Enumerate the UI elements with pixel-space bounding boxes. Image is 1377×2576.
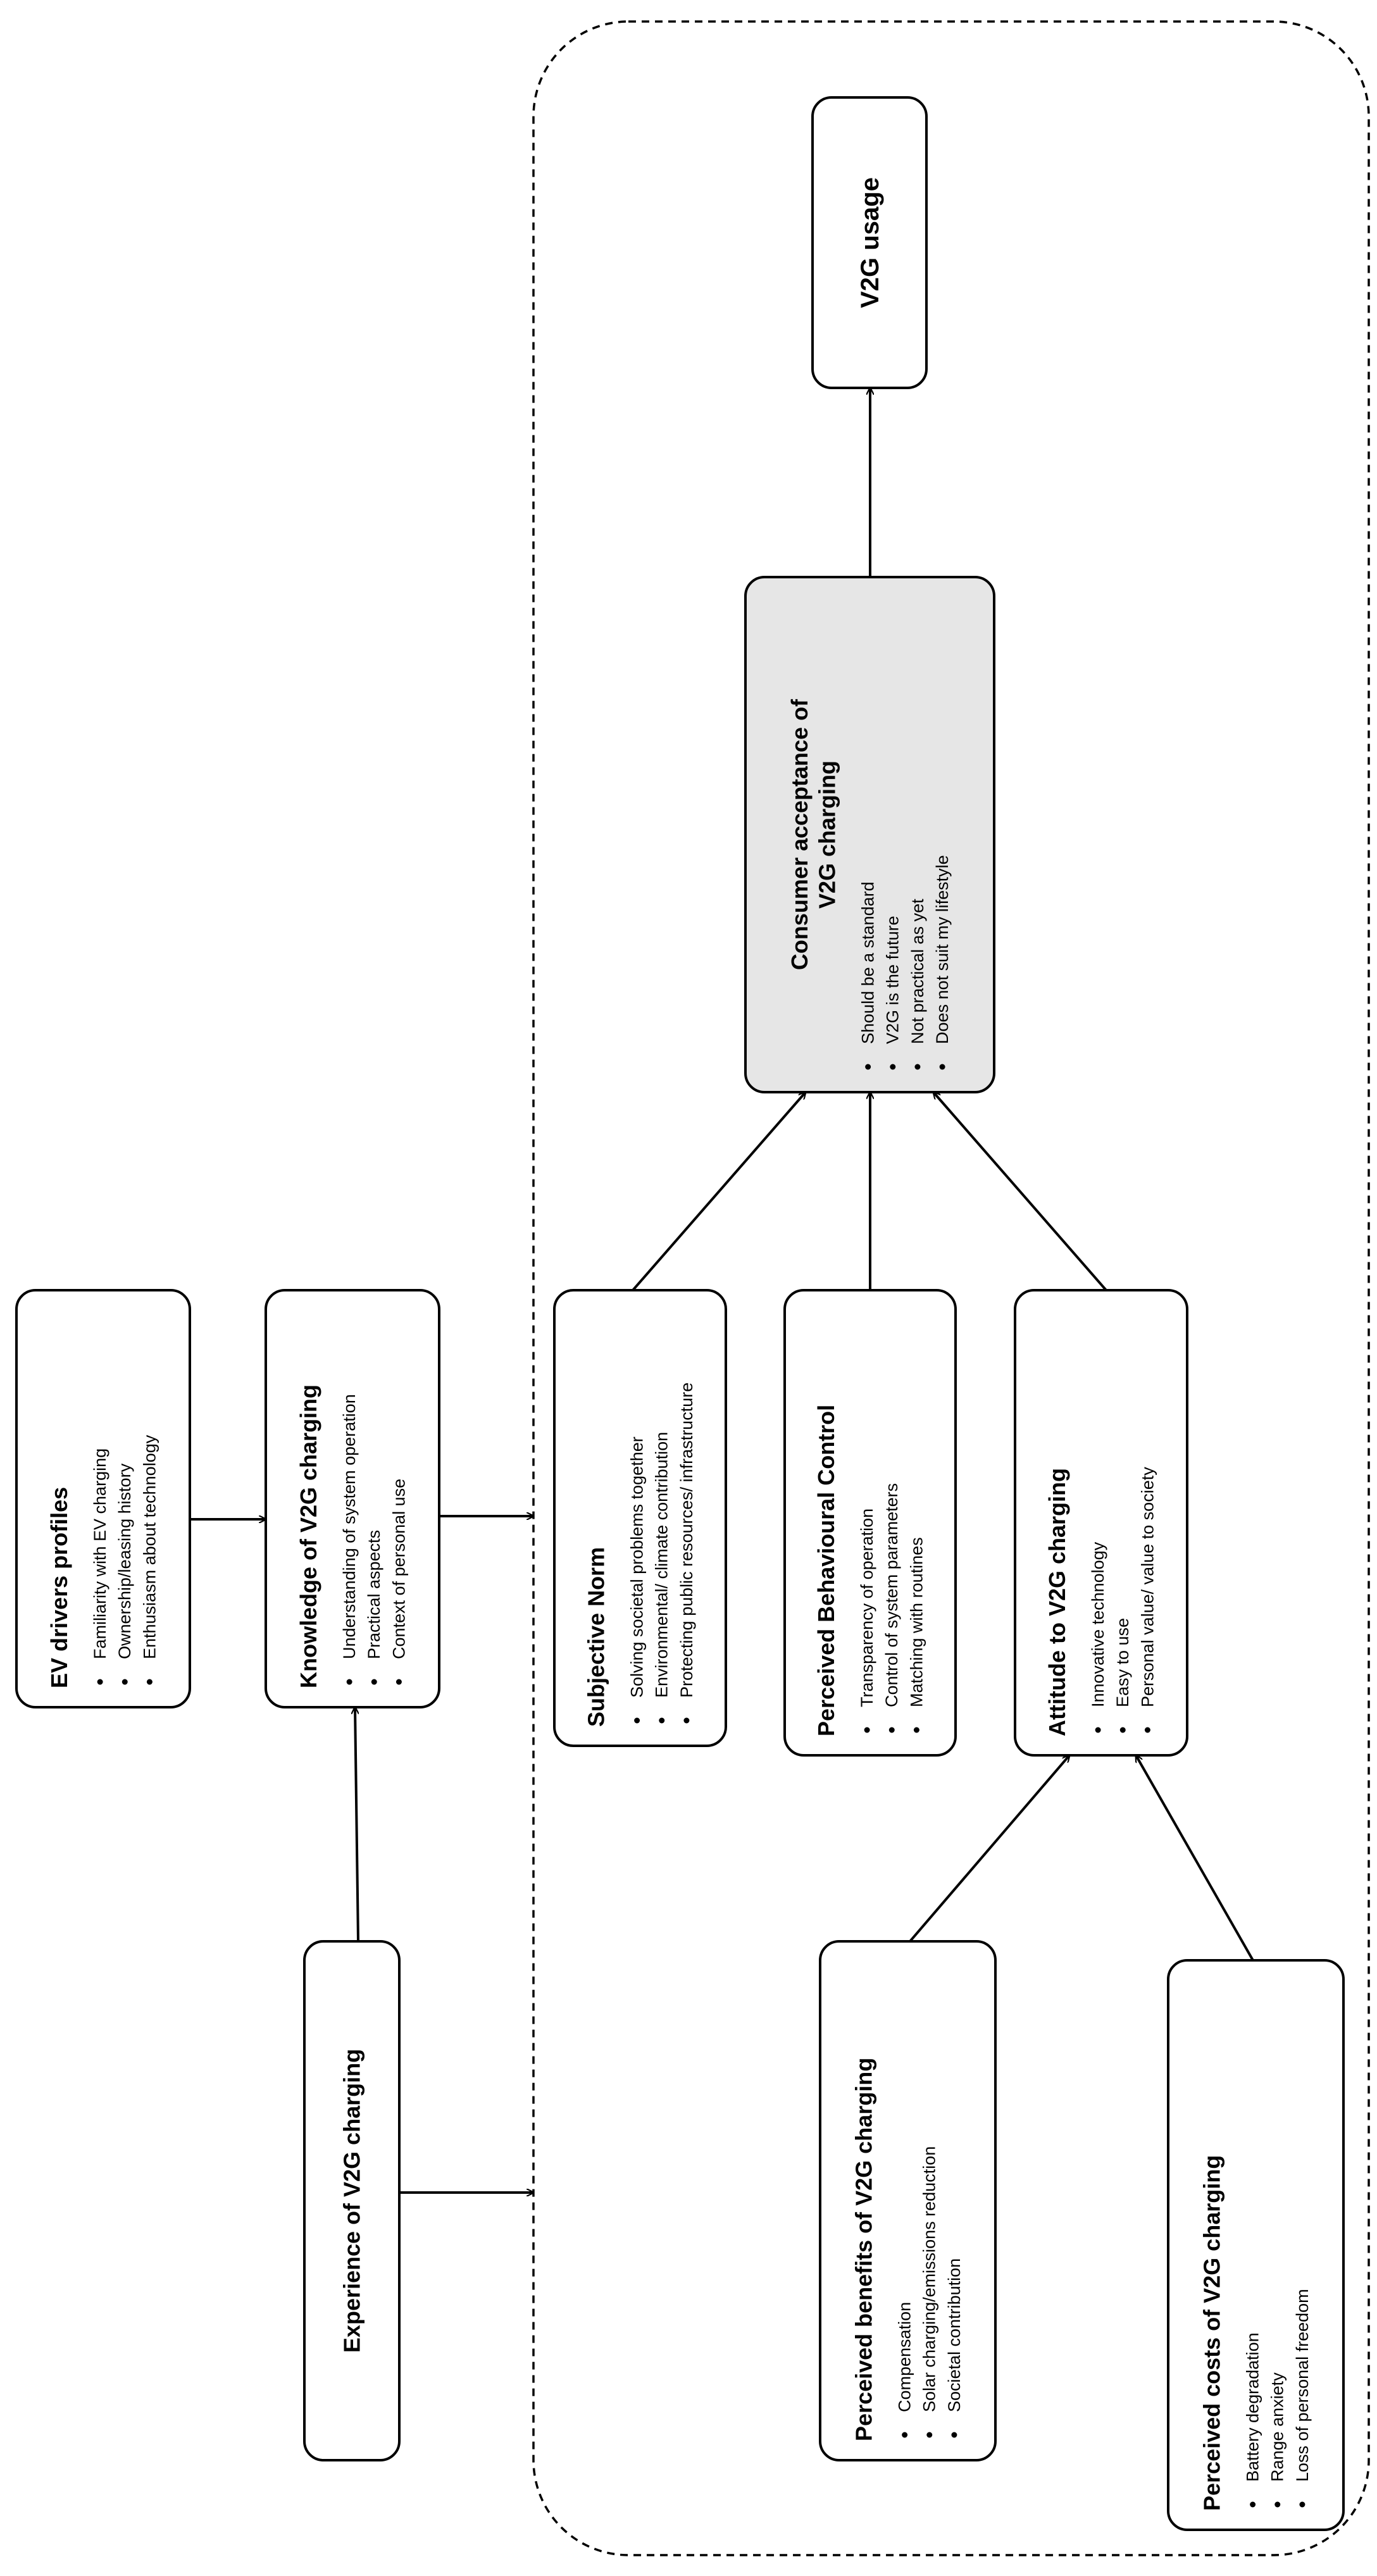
costs-item-1: Battery degradation — [1243, 2332, 1262, 2482]
knowledge-bullet-1 — [346, 1679, 352, 1685]
costs-bullet-1 — [1250, 2501, 1256, 2508]
benefits-box — [819, 1940, 997, 2461]
v2g-usage-node: V2G usage — [811, 96, 928, 389]
knowledge-item-2: Practical aspects — [364, 1530, 383, 1659]
attitude-item-3: Personal value/ value to society — [1138, 1467, 1157, 1707]
acceptance-bullet-4 — [939, 1064, 945, 1070]
benefits-bullet-1 — [902, 2432, 908, 2438]
ev-drivers-profiles-node: EV drivers profiles Familiarity with EV c… — [15, 1289, 191, 1708]
acceptance-bullet-2 — [890, 1064, 896, 1070]
perceived-control-title: Perceived Behavioural Control — [813, 1405, 839, 1736]
costs-title: Perceived costs of V2G charging — [1199, 2155, 1224, 2511]
ev-drivers-profiles-bullet-1 — [97, 1679, 103, 1685]
ev-drivers-profiles-bullet-2 — [122, 1679, 128, 1685]
acceptance-item-3: Not practical as yet — [908, 899, 927, 1044]
knowledge-item-3: Context of personal use — [389, 1479, 408, 1659]
arrow-subjective-norm-to-acceptance — [632, 1092, 806, 1291]
ev-drivers-profiles-item-3: Enthusiasm about technology — [140, 1434, 159, 1659]
knowledge-title: Knowledge of V2G charging — [296, 1384, 321, 1688]
acceptance-title-line-1: Consumer acceptance of — [787, 699, 813, 970]
subjective-norm-item-1: Solving societal problems together — [628, 1436, 647, 1698]
costs-bullet-2 — [1274, 2501, 1281, 2508]
benefits-bullet-2 — [926, 2432, 933, 2438]
ev-drivers-profiles-title: EV drivers profiles — [46, 1487, 72, 1688]
attitude-title: Attitude to V2G charging — [1044, 1468, 1070, 1736]
attitude-item-1: Innovative technology — [1088, 1541, 1107, 1707]
costs-bullet-3 — [1299, 2501, 1305, 2508]
acceptance-bullet-1 — [865, 1064, 871, 1070]
costs-item-2: Range anxiety — [1268, 2372, 1287, 2482]
acceptance-bullet-3 — [914, 1064, 921, 1070]
perceived-control-item-3: Matching with routines — [907, 1537, 926, 1707]
experience-box — [303, 1940, 401, 2461]
acceptance-item-1: Should be a standard — [859, 881, 878, 1044]
attitude-box — [1014, 1289, 1188, 1757]
knowledge-bullet-3 — [396, 1679, 402, 1685]
costs-item-3: Loss of personal freedom — [1293, 2289, 1312, 2482]
subjective-norm-box — [553, 1289, 727, 1747]
ev-drivers-profiles-item-2: Ownership/leasing history — [115, 1463, 134, 1659]
benefits-item-3: Societal contribution — [945, 2258, 964, 2412]
subjective-norm-bullet-1 — [634, 1717, 640, 1724]
acceptance-box — [744, 576, 995, 1093]
acceptance-title-line-2: V2G charging — [814, 761, 840, 909]
ev-drivers-profiles-bullet-3 — [146, 1679, 153, 1685]
arrow-attitude-to-acceptance — [933, 1092, 1107, 1291]
attitude-bullet-2 — [1119, 1727, 1126, 1733]
acceptance-item-2: V2G is the future — [883, 916, 902, 1044]
subjective-norm-title: Subjective Norm — [583, 1547, 609, 1727]
attitude-bullet-3 — [1144, 1727, 1150, 1733]
attitude-item-2: Easy to use — [1113, 1618, 1132, 1707]
ev-drivers-profiles-item-1: Familiarity with EV charging — [90, 1448, 109, 1659]
perceived-control-box — [783, 1289, 957, 1757]
subjective-norm-item-2: Environmental/ climate contribution — [652, 1432, 671, 1698]
acceptance-item-4: Does not suit my lifestyle — [933, 855, 952, 1044]
v2g-usage-title: V2G usage — [856, 177, 884, 308]
subjective-norm-node: Subjective Norm Solving societal problems… — [553, 1289, 727, 1747]
costs-node: Perceived costs of V2G charging Battery d… — [1167, 1959, 1345, 2531]
perceived-control-item-2: Control of system parameters — [882, 1483, 901, 1707]
arrow-experience-to-knowledge — [355, 1707, 359, 1942]
attitude-bullet-1 — [1095, 1727, 1101, 1733]
arrow-benefits-to-attitude — [909, 1755, 1069, 1943]
knowledge-bullet-2 — [371, 1679, 377, 1685]
subjective-norm-bullet-3 — [683, 1717, 690, 1724]
v2g-usage-box — [811, 96, 928, 389]
subjective-norm-bullet-2 — [659, 1717, 665, 1724]
arrow-costs-to-attitude — [1135, 1755, 1254, 1961]
perceived-control-bullet-2 — [888, 1727, 895, 1733]
knowledge-box — [265, 1289, 440, 1708]
knowledge-node: Knowledge of V2G charging Understanding o… — [265, 1289, 440, 1708]
knowledge-item-1: Understanding of system operation — [340, 1394, 359, 1659]
experience-node: Experience of V2G charging — [303, 1940, 401, 2461]
ev-drivers-profiles-box — [15, 1289, 191, 1708]
benefits-title: Perceived benefits of V2G charging — [850, 2058, 876, 2441]
experience-title: Experience of V2G charging — [339, 2049, 365, 2353]
perceived-control-bullet-1 — [864, 1727, 870, 1733]
benefits-item-2: Solar charging/emissions reduction — [920, 2146, 939, 2412]
costs-box — [1167, 1959, 1345, 2531]
perceived-control-bullet-3 — [913, 1727, 919, 1733]
perceived-control-node: Perceived Behavioural Control Transparenc… — [783, 1289, 957, 1757]
perceived-control-item-1: Transparency of operation — [857, 1509, 876, 1707]
benefits-bullet-3 — [951, 2432, 957, 2438]
theory-of-planned-behaviour-group — [532, 20, 1370, 2556]
subjective-norm-item-3: Protecting public resources/ infrastruct… — [677, 1383, 696, 1698]
benefits-item-1: Compensation — [895, 2302, 914, 2412]
attitude-node: Attitude to V2G charging Innovative techn… — [1014, 1289, 1188, 1757]
